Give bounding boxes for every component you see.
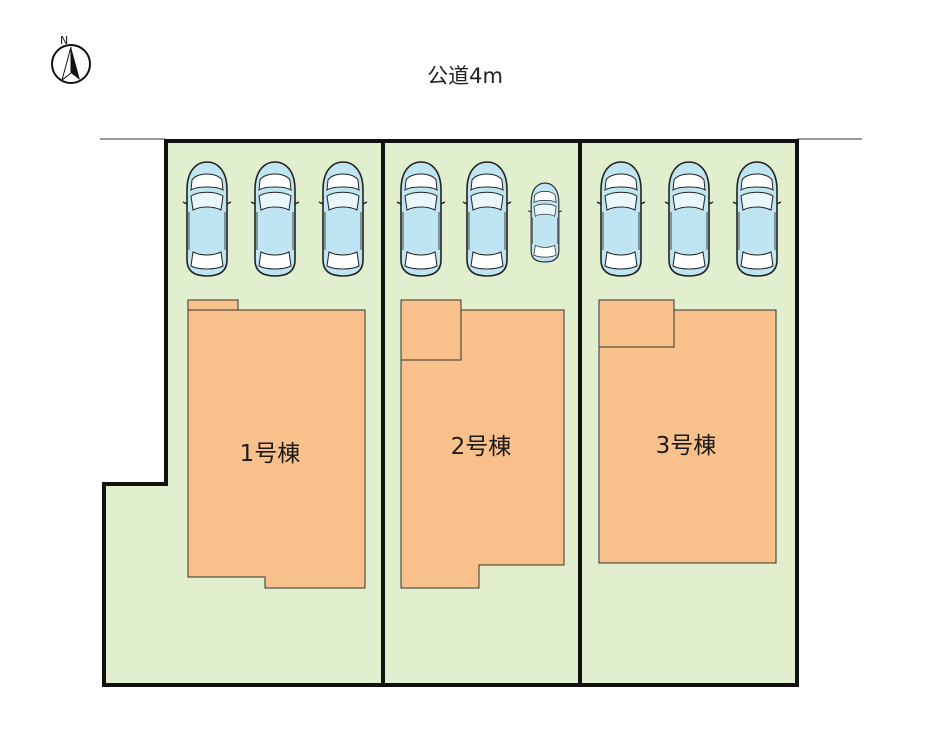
building-2-porch-line — [401, 300, 462, 361]
building-1 — [187, 299, 366, 589]
building-3-label: 3号棟 — [655, 433, 717, 459]
car-icon — [462, 161, 512, 277]
car-icon — [318, 161, 368, 277]
car-icon — [664, 161, 714, 277]
building-2-label: 2号棟 — [450, 434, 512, 460]
car-icon — [732, 161, 782, 277]
compact-car-icon — [527, 182, 563, 263]
building-3-porch-line — [599, 300, 675, 348]
north-label: N — [60, 34, 68, 47]
car-icon — [182, 161, 232, 277]
car-icon — [396, 161, 446, 277]
building-1-label: 1号棟 — [239, 441, 301, 467]
north-arrow-icon — [51, 44, 91, 84]
car-icon — [250, 161, 300, 277]
car-icon — [596, 161, 646, 277]
road-label: 公道4m — [427, 64, 503, 88]
